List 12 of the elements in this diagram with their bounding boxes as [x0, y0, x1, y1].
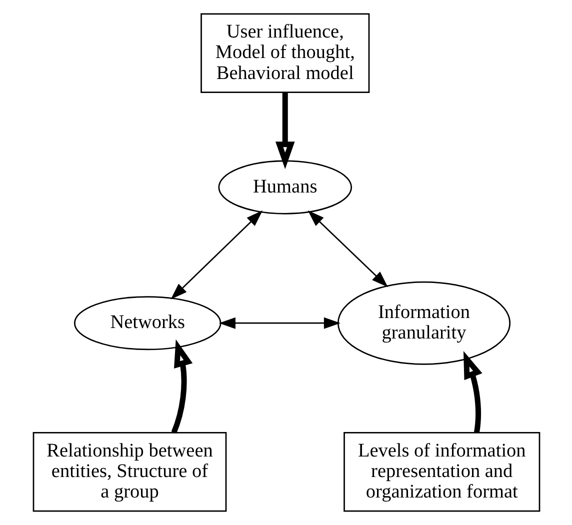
node-ellipse: Humans	[218, 160, 352, 214]
arrow	[307, 210, 388, 288]
arrow	[274, 92, 294, 170]
arrow	[462, 350, 482, 433]
arrow	[170, 210, 262, 300]
arrow	[170, 339, 192, 434]
node-ellipse: Information granularity	[336, 281, 510, 365]
node-ellipse: Networks	[73, 296, 221, 350]
node-box: Relationship between entities, Structure of a group	[32, 432, 226, 512]
arrow	[218, 317, 340, 329]
node-box: Levels of information representation and organization format	[343, 432, 540, 512]
node-box: User influence, Model of thought, Behavioral model	[200, 13, 370, 93]
